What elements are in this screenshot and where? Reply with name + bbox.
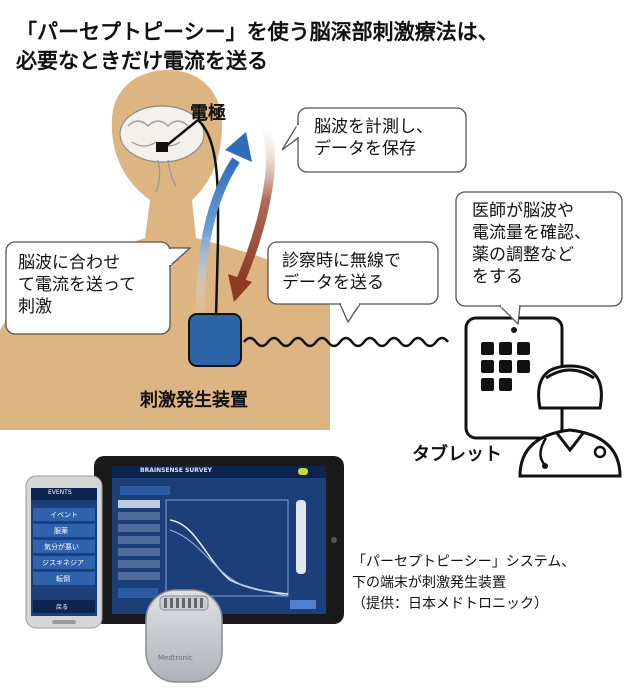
stimulator-device: [188, 313, 242, 367]
red-arrowhead: [228, 274, 252, 302]
label-electrode: 電極: [190, 103, 226, 124]
wireless-wave: [243, 336, 449, 348]
bubble-record-text: 脳波を計測し、 データを保存: [314, 117, 433, 159]
bubble-wireless-shape: [267, 241, 439, 324]
electrode-lead: [165, 119, 220, 319]
phone-item-3: 気分が悪い: [44, 543, 79, 551]
doctor-icon: [518, 364, 622, 478]
phone-footer: 戻る: [56, 604, 69, 611]
bubble-wireless-text: 診察時に無線で データを送る: [282, 251, 401, 293]
phone-item-4: ジスキネジア: [42, 559, 84, 567]
bubble-doctor-shape: [455, 191, 623, 326]
recording-arrow-red: [235, 115, 275, 284]
phone-item-5: 転倒: [56, 575, 70, 583]
tablet-screen-header: BRAINSENSE SURVEY: [140, 467, 212, 474]
bubble-doctor-text: 医師が脳波や 電流量を確認、 薬の調整など をする: [472, 201, 591, 287]
phone-header: EVENTS: [48, 489, 72, 496]
bubble-record-shape: [281, 107, 467, 173]
brain-icon: [119, 105, 205, 193]
bubble-stimulate-text: 脳波に合わせ て電流を送って 刺激: [18, 253, 137, 317]
phone-item-1: イベント: [50, 511, 78, 519]
blue-arrowhead: [225, 132, 252, 162]
photo-caption: 「パーセプトピーシー」システム、 下の端末が刺激発生装置 （提供：日本メドトロニ…: [352, 554, 576, 612]
photo-tablet: [94, 456, 344, 624]
stimulation-arrow-blue: [195, 157, 240, 319]
tablet-icon: [464, 316, 564, 440]
phone-item-2: 服薬: [54, 527, 68, 535]
label-stimulator: 刺激発生装置: [140, 390, 248, 411]
diagram-title: 「パーセプトピーシー」を使う脳深部刺激療法は、 必要なときだけ電流を送る: [16, 20, 499, 73]
photo-phone: [25, 475, 103, 629]
stimulator-brand: Medtronic: [158, 654, 193, 662]
photo-stimulator: [145, 589, 223, 683]
bubble-stimulate-shape: [5, 241, 192, 335]
label-tablet: タブレット: [412, 444, 502, 465]
